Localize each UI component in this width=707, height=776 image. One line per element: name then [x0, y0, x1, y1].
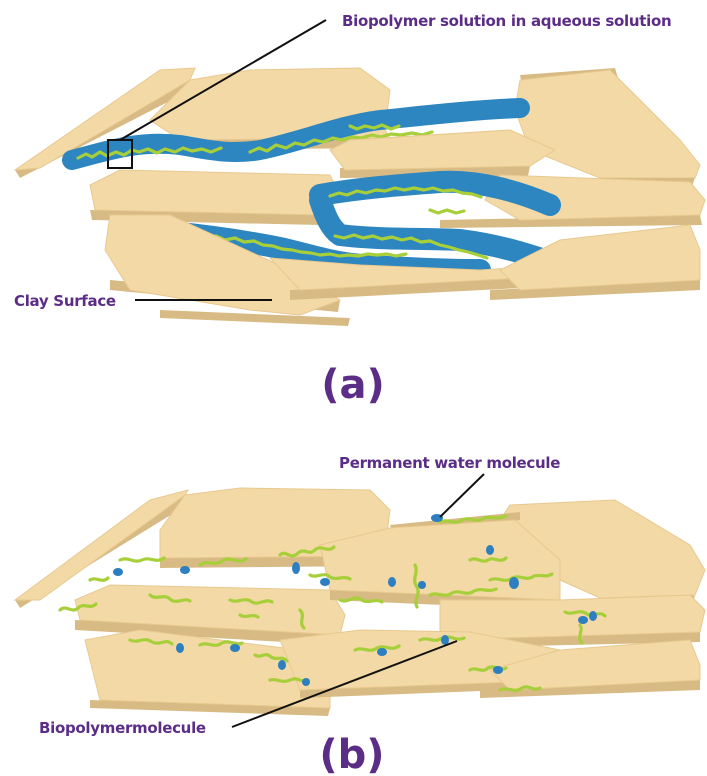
panel-b: Permanent water molecule Biopolymermolec…	[15, 454, 705, 776]
callout-biopolymer-molecule: Biopolymermolecule	[39, 719, 206, 737]
panel-label-a: (a)	[321, 362, 385, 408]
callout-solution: Biopolymer solution in aqueous solution	[342, 12, 671, 30]
callout-permanent-water: Permanent water molecule	[339, 454, 560, 472]
panel-label-b: (b)	[319, 732, 384, 776]
leader-line-water	[440, 474, 484, 517]
panel-a: Biopolymer solution in aqueous solution …	[14, 12, 705, 408]
callout-clay-surface: Clay Surface	[14, 292, 116, 310]
